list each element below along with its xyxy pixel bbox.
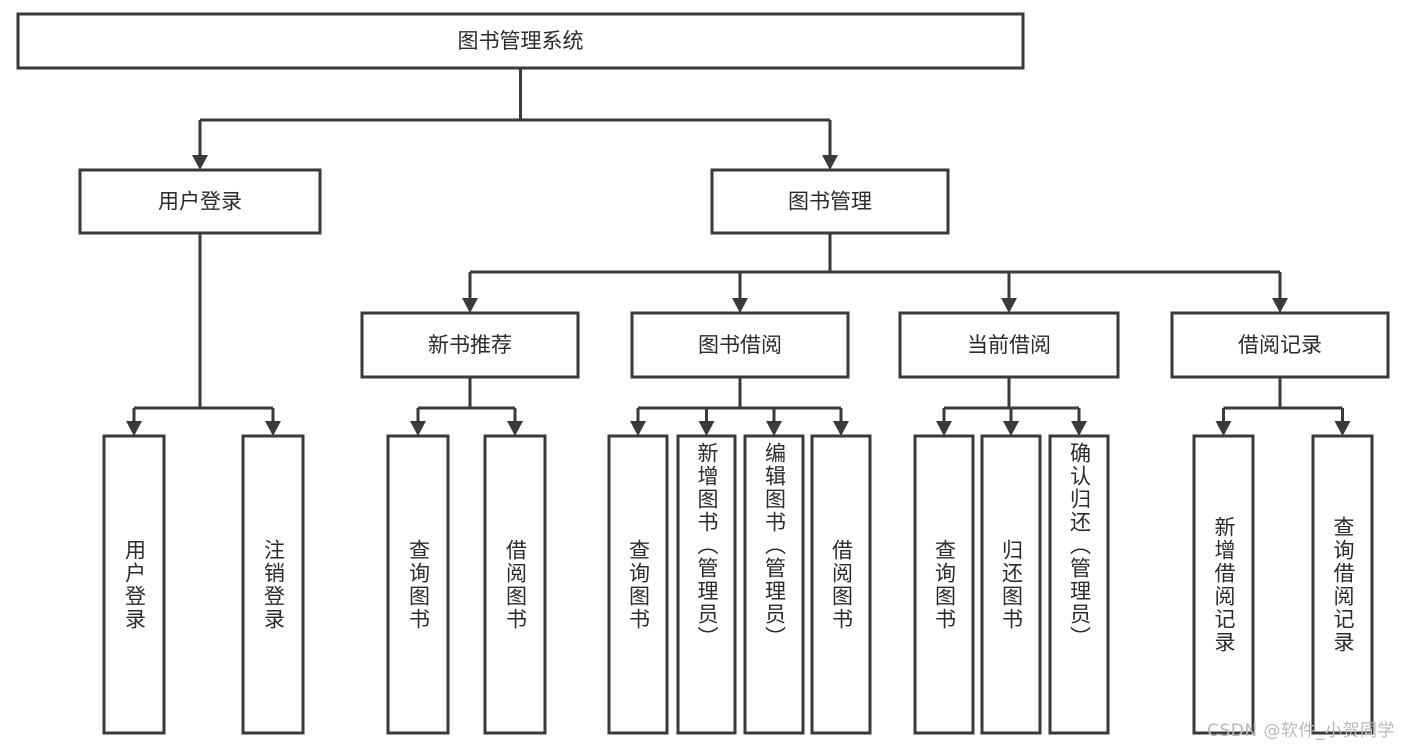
edge-to-new-book-recommend-arrow xyxy=(462,298,478,313)
node-leaf-borrow-book-2[interactable] xyxy=(810,434,872,735)
node-leaf-add-book[interactable] xyxy=(676,434,737,735)
node-user-login[interactable] xyxy=(78,168,322,235)
node-book-borrow-label: 图书借阅 xyxy=(698,333,782,357)
node-root[interactable] xyxy=(16,12,1025,70)
node-new-book-recommend-label: 新书推荐 xyxy=(428,333,512,357)
edge-to-leaf-user-login-arrow xyxy=(126,421,142,436)
edge-to-leaf-query-record-arrow xyxy=(1334,421,1351,436)
node-root-label: 图书管理系统 xyxy=(458,29,584,53)
edge-to-leaf-borrow-book-1-arrow xyxy=(507,421,523,436)
node-borrow-record-label: 借阅记录 xyxy=(1238,333,1322,357)
edge-to-leaf-query-book-1-arrow xyxy=(410,421,426,436)
edge-to-leaf-add-book-arrow xyxy=(698,421,715,436)
node-book-manage[interactable] xyxy=(710,168,950,235)
node-leaf-return-book[interactable] xyxy=(980,434,1042,735)
edge-to-current-borrow-arrow xyxy=(1001,298,1017,313)
node-leaf-query-book-1[interactable] xyxy=(386,434,450,735)
node-leaf-query-record[interactable] xyxy=(1311,434,1374,735)
edge-to-leaf-add-record-arrow xyxy=(1215,421,1232,436)
node-leaf-add-record[interactable] xyxy=(1192,434,1255,735)
edge-to-user-login-arrow xyxy=(192,155,208,170)
node-user-login-label: 用户登录 xyxy=(158,190,242,214)
node-book-borrow[interactable] xyxy=(630,311,850,379)
node-leaf-edit-book[interactable] xyxy=(743,434,805,735)
edge-to-leaf-query-book-3-arrow xyxy=(936,421,952,436)
edge-to-leaf-logout-arrow xyxy=(265,421,281,436)
csdn-watermark: CSDN @软件_小贺同学 xyxy=(1207,721,1395,741)
edge-to-leaf-return-book-arrow xyxy=(1003,421,1019,436)
edge-to-book-manage-arrow xyxy=(822,155,838,170)
edge-to-book-borrow-arrow xyxy=(732,298,748,313)
node-borrow-record[interactable] xyxy=(1170,311,1390,379)
connectors-layer xyxy=(126,68,1351,436)
edge-to-leaf-edit-book-arrow xyxy=(766,421,782,436)
node-book-manage-label: 图书管理 xyxy=(788,190,872,214)
edge-to-leaf-borrow-book-2-arrow xyxy=(833,421,849,436)
edge-to-leaf-query-book-2-arrow xyxy=(630,421,646,436)
node-leaf-query-book-2[interactable] xyxy=(607,434,669,735)
node-current-borrow[interactable] xyxy=(898,311,1120,379)
node-leaf-query-book-3[interactable] xyxy=(913,434,975,735)
edge-to-borrow-record-arrow xyxy=(1272,298,1288,313)
node-current-borrow-label: 当前借阅 xyxy=(967,333,1051,357)
node-leaf-borrow-book-1[interactable] xyxy=(483,434,547,735)
boxes-layer xyxy=(16,12,1390,735)
node-leaf-logout[interactable] xyxy=(241,434,305,735)
node-leaf-confirm-return[interactable] xyxy=(1048,434,1110,735)
edge-to-leaf-confirm-return-arrow xyxy=(1071,421,1087,436)
node-new-book-recommend[interactable] xyxy=(360,311,580,379)
node-leaf-user-login[interactable] xyxy=(102,434,166,735)
